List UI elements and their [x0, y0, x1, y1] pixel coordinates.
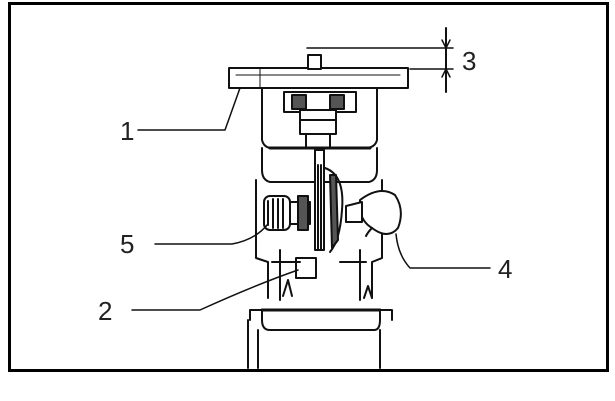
- leader-lines: [131, 87, 491, 311]
- leader-1: [137, 87, 241, 131]
- callout-4: 4: [498, 254, 512, 284]
- center-shaft: [314, 149, 344, 253]
- dimension-marker: [306, 27, 454, 93]
- callout-2: 2: [98, 296, 112, 326]
- lower-frame: [247, 249, 393, 369]
- leader-5: [154, 223, 269, 245]
- right-wing-handle: [345, 190, 402, 237]
- callout-1: 1: [120, 116, 134, 146]
- callout-3: 3: [462, 46, 476, 76]
- depth-rod: [307, 54, 322, 70]
- upper-housing: [261, 87, 378, 150]
- callout-5: 5: [120, 229, 134, 259]
- base-plate: [228, 67, 409, 89]
- leader-4: [395, 233, 491, 269]
- leader-2: [131, 269, 299, 311]
- left-knob: [263, 195, 311, 231]
